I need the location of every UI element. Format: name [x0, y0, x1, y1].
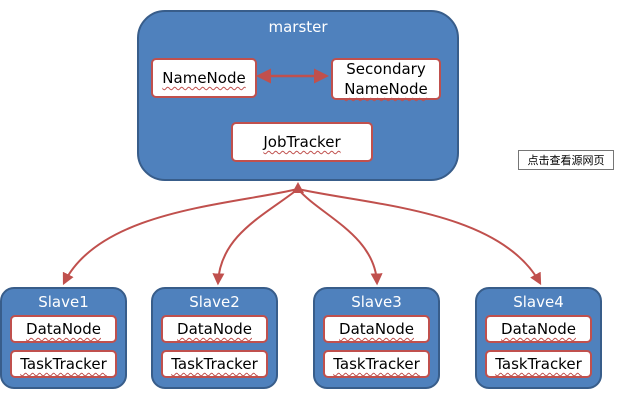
slave-title: Slave2 — [189, 293, 240, 311]
datanode-label: DataNode — [339, 320, 414, 338]
slave1-box: Slave1 DataNode TaskTracker — [0, 287, 127, 389]
arrow-to-slave2 — [212, 188, 299, 286]
datanode-label: DataNode — [177, 320, 252, 338]
namenode-box: NameNode — [151, 58, 257, 98]
datanode-box: DataNode — [485, 315, 592, 343]
datanode-box: DataNode — [10, 315, 117, 343]
master-title: marster — [268, 18, 328, 36]
arrow-to-slave4 — [297, 188, 542, 286]
view-source-tooltip[interactable]: 点击查看源网页 — [518, 150, 614, 170]
slave4-box: Slave4 DataNode TaskTracker — [475, 287, 602, 389]
master-box: marster NameNode Secondary NameNode JobT… — [137, 10, 459, 181]
slave2-box: Slave2 DataNode TaskTracker — [151, 287, 278, 389]
datanode-box: DataNode — [161, 315, 268, 343]
tasktracker-box: TaskTracker — [323, 350, 430, 378]
tasktracker-label: TaskTracker — [20, 355, 107, 373]
slave-title: Slave1 — [38, 293, 89, 311]
jobtracker-box: JobTracker — [231, 122, 373, 162]
slave-title: Slave4 — [513, 293, 564, 311]
arrow-to-slave1 — [62, 188, 299, 286]
tasktracker-box: TaskTracker — [10, 350, 117, 378]
tasktracker-label: TaskTracker — [171, 355, 258, 373]
arrow-to-slave3 — [297, 188, 383, 286]
secondary-namenode-line1: Secondary — [346, 60, 426, 78]
datanode-box: DataNode — [323, 315, 430, 343]
datanode-label: DataNode — [26, 320, 101, 338]
namenode-label: NameNode — [162, 69, 246, 87]
secondary-namenode-box: Secondary NameNode — [331, 58, 441, 100]
slave3-box: Slave3 DataNode TaskTracker — [313, 287, 440, 389]
datanode-label: DataNode — [501, 320, 576, 338]
tasktracker-box: TaskTracker — [161, 350, 268, 378]
slave-title: Slave3 — [351, 293, 402, 311]
jobtracker-label: JobTracker — [263, 133, 341, 151]
tasktracker-box: TaskTracker — [485, 350, 592, 378]
secondary-namenode-line2: NameNode — [344, 80, 428, 98]
tasktracker-label: TaskTracker — [495, 355, 582, 373]
tasktracker-label: TaskTracker — [333, 355, 420, 373]
